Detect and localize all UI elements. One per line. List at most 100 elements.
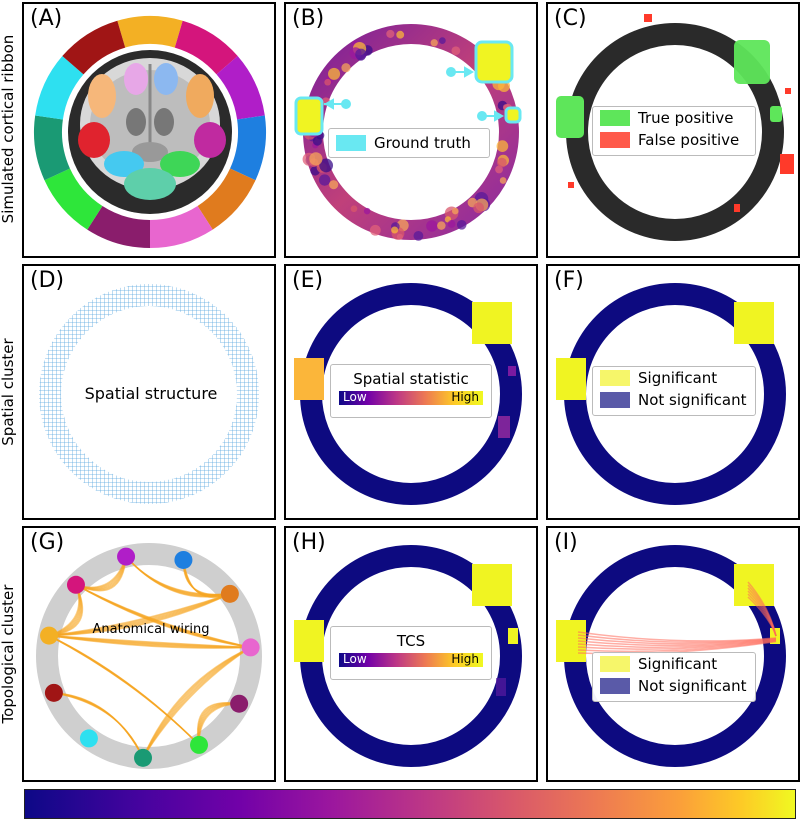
region-node xyxy=(117,548,135,566)
ground-truth-region xyxy=(296,98,322,134)
region-node xyxy=(80,729,98,747)
noise-blob xyxy=(439,37,446,44)
noise-blob xyxy=(355,49,366,60)
legend: Significant Not significant xyxy=(592,366,756,416)
panel-f: (F) Significant Not significant xyxy=(546,264,800,520)
noise-blob xyxy=(397,234,403,240)
legend: Ground truth xyxy=(328,128,490,158)
noise-blob xyxy=(319,174,330,185)
colorbar-legend: Spatial statistic Low High xyxy=(330,364,492,418)
noise-blob xyxy=(448,220,456,228)
noise-blob xyxy=(451,46,460,55)
panel-label: (H) xyxy=(292,530,326,555)
noise-blob xyxy=(391,226,398,233)
noise-blob xyxy=(437,221,446,230)
noise-blob xyxy=(364,208,370,214)
legend-low: Low xyxy=(343,390,367,404)
legend-significant: Significant xyxy=(638,655,717,673)
panel-label: (F) xyxy=(554,268,584,293)
region-node xyxy=(190,736,208,754)
anatomical-wiring-label: Anatomical wiring xyxy=(24,622,276,637)
panel-label: (G) xyxy=(30,530,64,555)
panel-label: (C) xyxy=(554,6,587,31)
true-positive-region xyxy=(734,40,770,84)
region-segment xyxy=(230,115,266,180)
legend-not-significant: Not significant xyxy=(638,677,747,695)
legend-title: TCS xyxy=(331,631,491,653)
region-node xyxy=(242,638,260,656)
true-positive-region xyxy=(770,106,782,122)
noise-blob xyxy=(341,63,350,72)
legend: True positive False positive xyxy=(592,106,756,156)
ground-truth-region xyxy=(476,42,512,82)
noise-blob xyxy=(313,136,322,145)
panel-a: (A) xyxy=(22,2,276,258)
noise-blob xyxy=(457,220,467,230)
legend-swatch xyxy=(600,132,630,148)
panel-label: (A) xyxy=(30,6,62,31)
region-node xyxy=(134,749,152,767)
legend-title: Spatial statistic xyxy=(331,369,491,391)
region-segment xyxy=(34,115,70,180)
noise-blob xyxy=(426,220,437,231)
region-segment xyxy=(117,16,182,48)
panel-c: (C) True positive False positive xyxy=(546,2,800,258)
region-node xyxy=(45,684,63,702)
noise-blob xyxy=(324,79,331,86)
noise-blob xyxy=(309,152,322,165)
legend-swatch xyxy=(336,135,366,151)
noise-blob xyxy=(329,180,338,189)
legend-ground-truth: Ground truth xyxy=(374,134,471,152)
significant-wire xyxy=(578,632,776,641)
noise-blob xyxy=(328,68,340,80)
legend-swatch xyxy=(600,370,630,386)
legend-swatch xyxy=(600,656,630,672)
panel-label: (E) xyxy=(292,268,323,293)
anatomical-wiring-graph xyxy=(24,528,276,782)
noise-blob xyxy=(473,202,484,213)
true-positive-region xyxy=(556,96,584,138)
mini-colorbar: Low High xyxy=(339,391,483,405)
noise-blob xyxy=(500,177,507,184)
colorbar-legend: TCS Low High xyxy=(330,626,492,680)
noise-blob xyxy=(386,30,394,38)
noise-blob xyxy=(431,39,438,46)
panel-e: (E) Spatial statistic Low High xyxy=(284,264,538,520)
region-node xyxy=(174,551,192,569)
noise-blob xyxy=(370,225,381,236)
panel-g: (G) Anatomical wiring xyxy=(22,526,276,782)
panel-d: (D) Spatial structure xyxy=(22,264,276,520)
legend-low: Low xyxy=(343,652,367,666)
panel-label: (I) xyxy=(554,530,578,555)
legend-swatch xyxy=(600,110,630,126)
legend-swatch xyxy=(600,678,630,694)
mini-colorbar: Low High xyxy=(339,653,483,667)
panel-h: (H) TCS Low High xyxy=(284,526,538,782)
noise-blob xyxy=(452,208,459,215)
row-label-3: Topological cluster xyxy=(0,544,17,764)
panel-i: (I) Significant Not significant xyxy=(546,526,800,782)
legend-false-positive: False positive xyxy=(638,131,739,149)
region-node xyxy=(67,576,85,594)
noise-blob xyxy=(351,205,358,212)
cortical-ribbon-atlas xyxy=(24,4,276,258)
legend-true-positive: True positive xyxy=(638,109,733,127)
legend-swatch xyxy=(600,392,630,408)
ground-truth-region xyxy=(506,108,520,122)
legend-high: High xyxy=(451,652,479,666)
noise-blob xyxy=(396,31,404,39)
region-node xyxy=(230,695,248,713)
spatial-structure-label: Spatial structure xyxy=(24,384,276,403)
panel-b: (B) Ground truth xyxy=(284,2,538,258)
panel-label: (B) xyxy=(292,6,324,31)
row-label-2: Spatial cluster xyxy=(0,282,17,502)
colormap-bar xyxy=(24,789,796,819)
legend: Significant Not significant xyxy=(592,652,756,702)
region-node xyxy=(221,585,239,603)
noise-blob xyxy=(497,158,507,168)
legend-significant: Significant xyxy=(638,369,717,387)
row-label-1: Simulated cortical ribbon xyxy=(0,19,17,239)
noise-blob xyxy=(414,231,424,241)
legend-not-significant: Not significant xyxy=(638,391,747,409)
legend-high: High xyxy=(451,390,479,404)
